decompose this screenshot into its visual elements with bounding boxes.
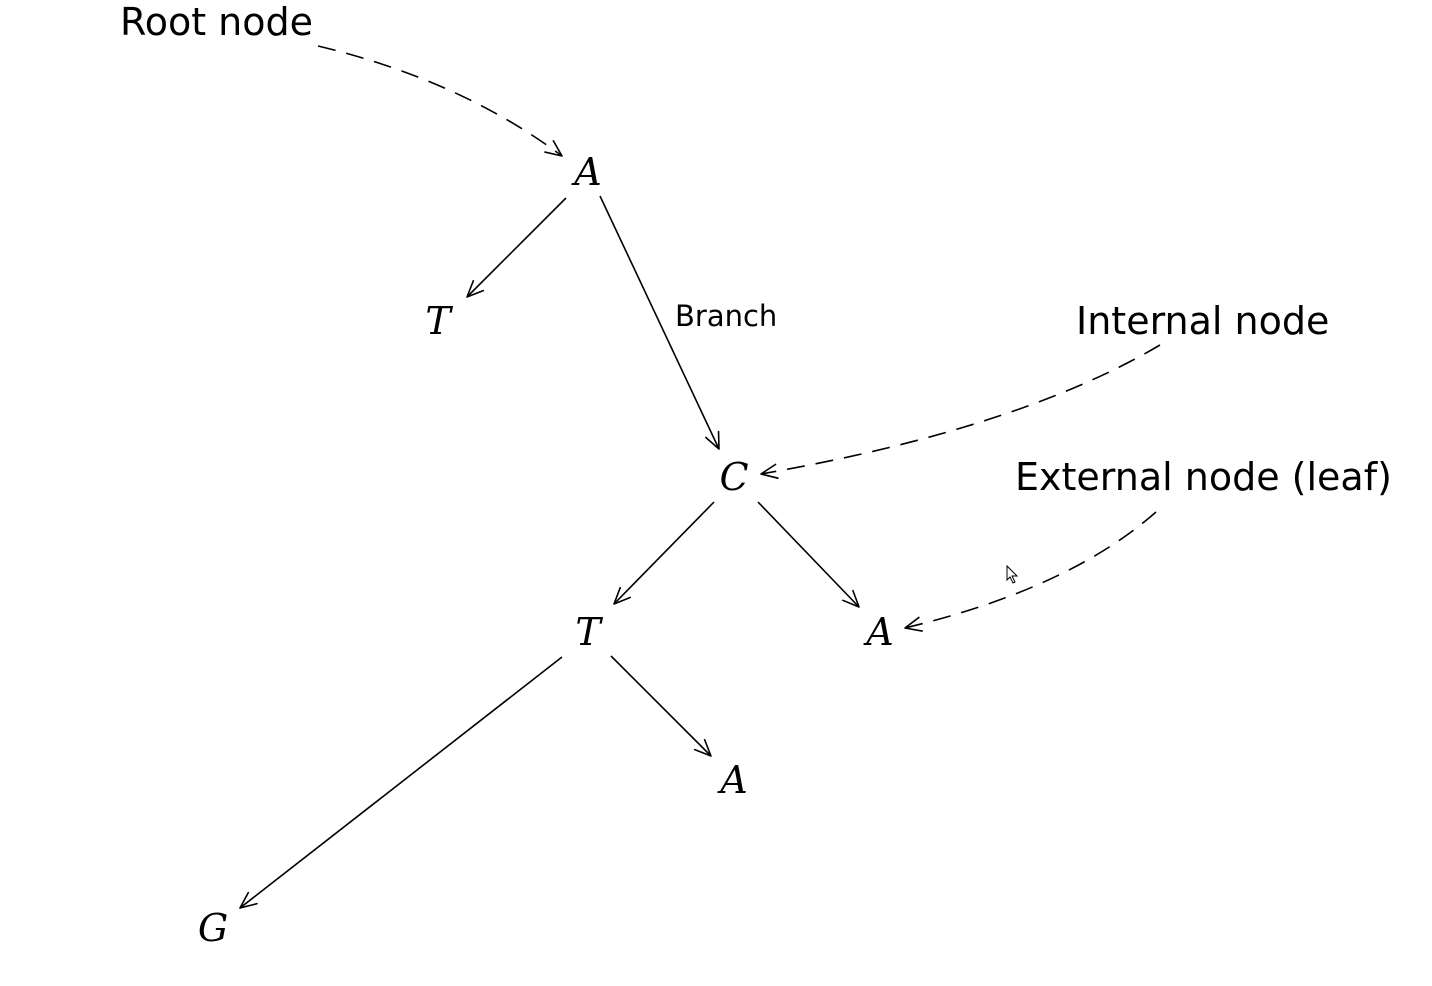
t-left-node-label: G: [198, 906, 228, 950]
edge-t-to-g: [239, 656, 563, 909]
edge-root-to-t: [466, 197, 567, 298]
left-child-node-label: T: [425, 299, 453, 343]
root-node-annotation: Root node: [120, 0, 313, 44]
t-right-node-label: A: [717, 758, 747, 802]
leaf-node-label: A: [863, 610, 893, 654]
external-node-annotation: External node (leaf): [1015, 455, 1392, 499]
external-node-pointer: [904, 511, 1157, 632]
edge-c-to-a: [757, 501, 860, 608]
mouse-cursor-icon: [1006, 564, 1019, 584]
root-node-label: A: [571, 150, 601, 194]
root-node-pointer: [317, 45, 563, 157]
edge-c-to-t: [613, 501, 715, 605]
internal-node-pointer: [760, 344, 1161, 479]
internal-node-label: C: [719, 455, 748, 499]
c-left-node-label: T: [575, 610, 603, 654]
branch-label: Branch: [675, 299, 777, 333]
edge-root-to-c-branch: [599, 195, 720, 450]
edge-t-to-a: [610, 655, 712, 757]
internal-node-annotation: Internal node: [1076, 299, 1329, 343]
